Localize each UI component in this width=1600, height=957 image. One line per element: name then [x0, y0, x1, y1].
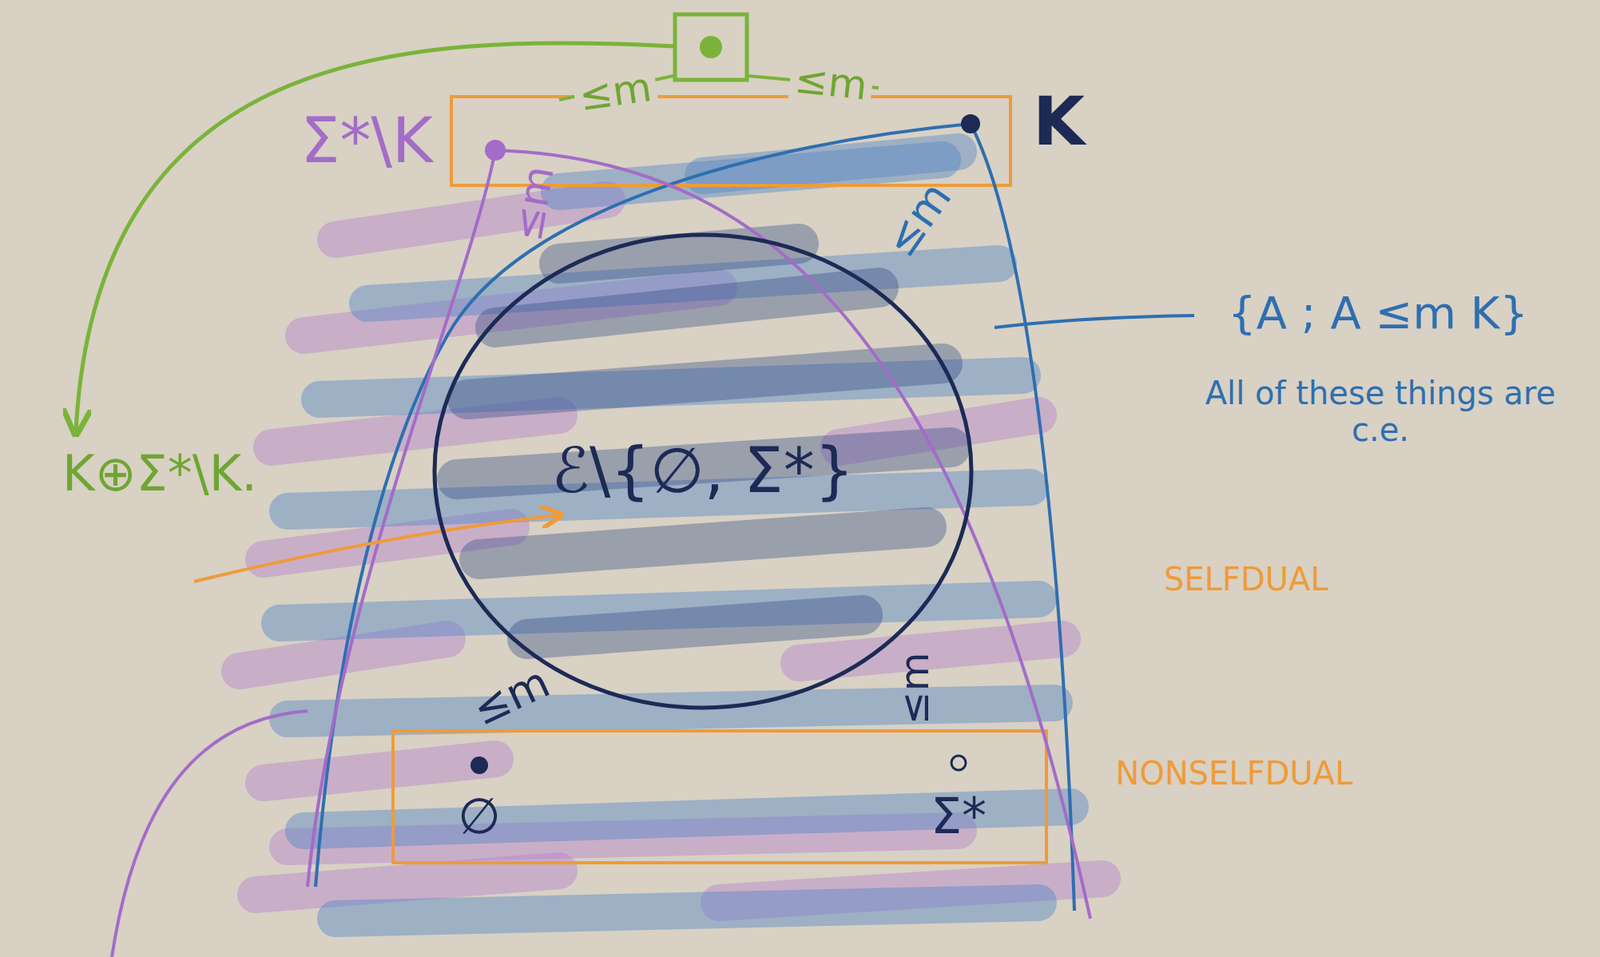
purple-cone	[495, 150, 1091, 919]
relation-symbol: ≤m	[889, 647, 940, 730]
blue-cone	[315, 123, 971, 887]
relation-symbol: ≤m	[571, 62, 660, 123]
blue-shading	[279, 151, 1071, 919]
point	[699, 35, 723, 59]
class-label: NONSELFDUAL	[1111, 753, 1358, 794]
node-text: Σ*\K	[300, 105, 433, 178]
relation-symbol: ≤m	[787, 54, 874, 112]
ellipse-outline	[434, 234, 972, 708]
leader-line	[111, 710, 308, 957]
point	[484, 139, 506, 161]
class-label: SELFDUAL	[1159, 559, 1334, 600]
purple-cone	[307, 150, 496, 887]
node-text: Σ*	[930, 787, 987, 845]
set-point: Σ*\K	[293, 102, 440, 181]
leader-line	[994, 315, 1195, 328]
point	[960, 114, 981, 134]
dark-shading	[456, 243, 951, 640]
set-point: K	[1026, 79, 1092, 164]
nonselfdual-box	[393, 730, 1047, 863]
point	[470, 756, 489, 775]
node-text: ∅	[457, 787, 501, 845]
node-text: ℰ\{∅, Σ*}	[551, 435, 855, 508]
class-ellipse: ℰ\{∅, Σ*}	[431, 231, 975, 711]
set-point: Σ*	[924, 784, 993, 848]
leader-arrow	[194, 515, 560, 582]
node-text: K	[1032, 83, 1085, 161]
set-label: {A ; A ≤m K}	[1222, 285, 1533, 341]
point	[951, 755, 966, 771]
purple-shading	[239, 199, 1103, 903]
note: All of these things are c.e.	[1175, 373, 1585, 450]
set-point: ∅	[451, 784, 508, 848]
join-label: K⊕Σ*\K.	[57, 443, 263, 504]
join-box	[674, 14, 747, 80]
leader-line	[75, 43, 675, 432]
